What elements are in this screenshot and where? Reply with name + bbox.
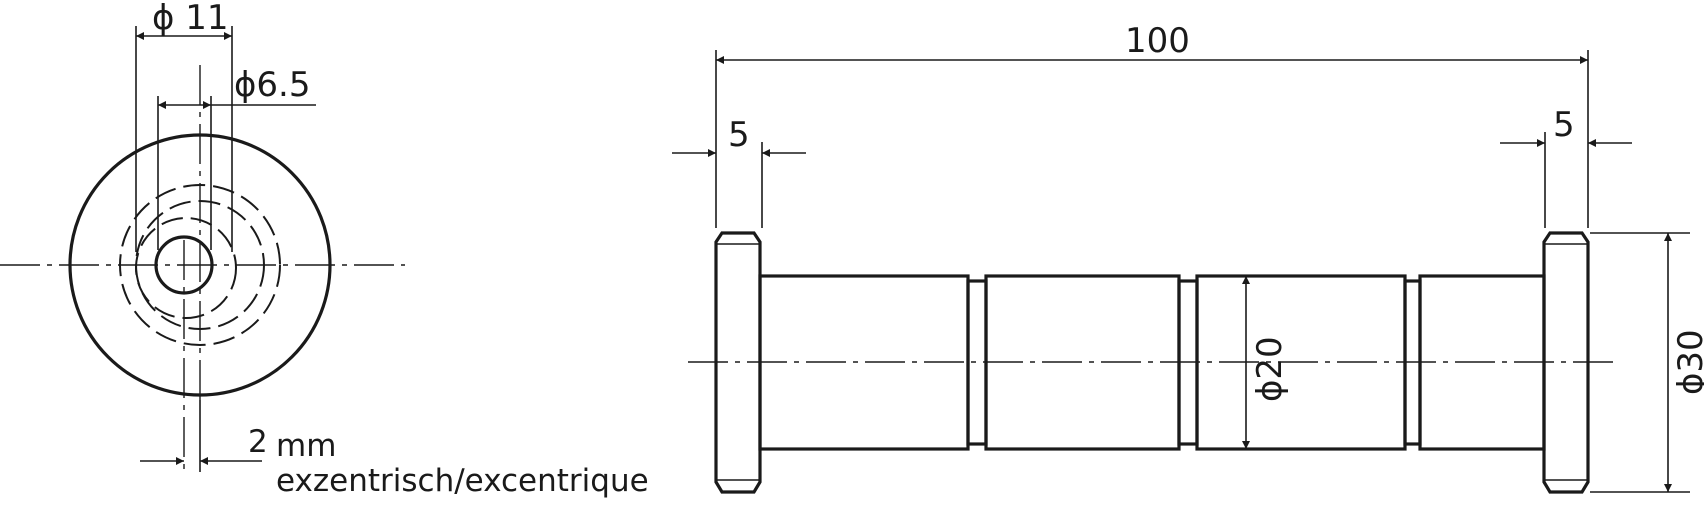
dim-label-6-5: ϕ6.5 [234, 65, 311, 105]
hidden-circle-small [135, 217, 237, 319]
dim-label-11: ϕ 11 [152, 0, 229, 38]
outer-circle [68, 133, 332, 397]
eccentric-note: exzentrisch/excentrique [276, 463, 649, 499]
side-view: 100 5 5 ϕ20 ϕ30 [672, 21, 1704, 494]
dim-label-20: ϕ20 [1250, 336, 1290, 402]
offset-value: 2 [248, 424, 268, 460]
dim-label-100: 100 [1125, 21, 1190, 61]
left-flange [714, 231, 762, 494]
hidden-circle-large [119, 184, 281, 346]
front-view: ϕ 11 ϕ6.5 [0, 0, 405, 472]
shaft-segment-4 [1418, 274, 1546, 451]
dim-label-30: ϕ30 [1671, 329, 1704, 395]
dim-label-5-right: 5 [1553, 105, 1575, 145]
offset-unit: mm [276, 428, 337, 464]
eccentric-bore-circle [154, 235, 214, 295]
dim-label-5-left: 5 [728, 115, 750, 155]
